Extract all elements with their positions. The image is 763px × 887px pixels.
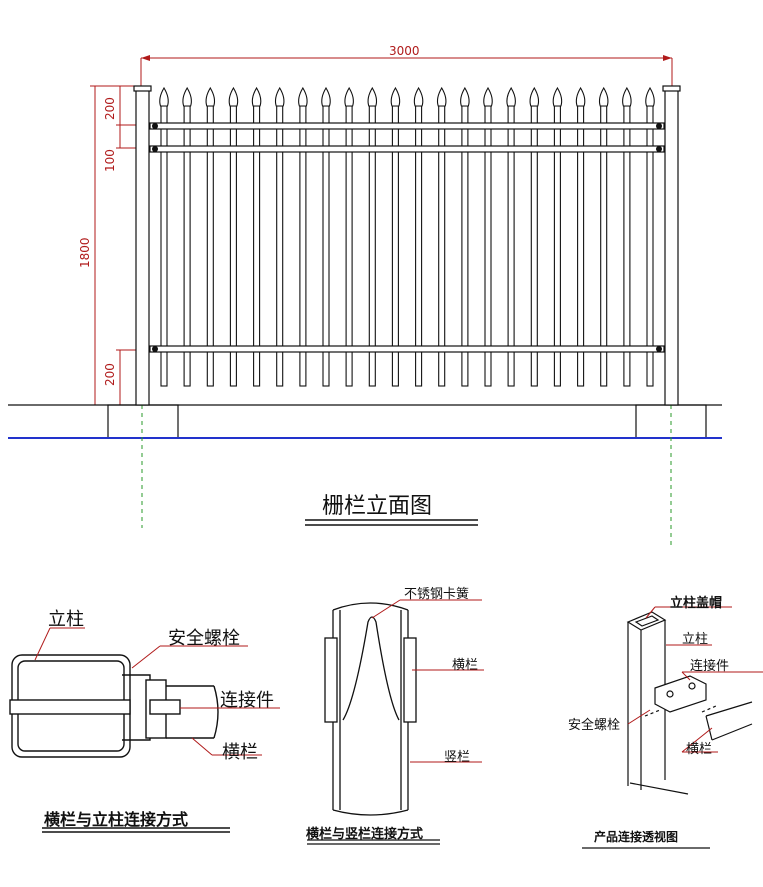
picket: [344, 86, 354, 387]
elevation-title: 栅栏立面图: [322, 494, 433, 519]
label-rail-3: 横栏: [686, 742, 713, 757]
label-bolt: 安全螺栓: [168, 628, 240, 649]
picket: [413, 86, 424, 387]
picket: [367, 86, 378, 387]
picket: [228, 86, 239, 387]
label-rail: 横栏: [222, 742, 258, 763]
bottom-dimension-label: 200: [103, 363, 117, 386]
width-dimension: [140, 55, 673, 90]
title-underline: [305, 519, 478, 526]
width-dimension-label: 3000: [389, 44, 420, 58]
picket: [529, 86, 540, 387]
rail-bolts: [152, 123, 662, 352]
detail-perspective: [582, 606, 763, 849]
picket: [506, 86, 516, 387]
label-bolt-3: 安全螺栓: [568, 718, 621, 733]
picket: [205, 86, 216, 387]
rail-gap-dimension-label: 100: [103, 149, 117, 172]
detail-post-rail: [9, 627, 280, 833]
label-post-cap: 立柱盖帽: [670, 596, 723, 611]
picket: [274, 86, 285, 387]
picket: [552, 86, 563, 387]
fence-elevation: [8, 55, 722, 545]
left-post: [133, 85, 152, 406]
post-centerlines: [141, 405, 672, 545]
right-post: [662, 85, 681, 406]
top-dimension-label: 200: [103, 97, 117, 120]
picket: [298, 86, 308, 387]
fence-rails: [149, 122, 665, 353]
picket: [575, 86, 586, 387]
picket: [483, 86, 493, 387]
picket: [436, 86, 447, 387]
detail-rail-picket: [307, 599, 484, 845]
picket: [390, 86, 401, 387]
picket: [460, 86, 470, 387]
ground-line: [8, 404, 722, 439]
caption-rail-picket: 横栏与竖栏连接方式: [306, 827, 424, 842]
picket: [622, 86, 632, 387]
label-connector-3: 连接件: [690, 659, 730, 674]
picket: [321, 86, 331, 387]
label-spring: 不锈钢卡簧: [404, 587, 470, 602]
picket: [159, 86, 169, 387]
picket: [251, 86, 262, 387]
label-post-3: 立柱: [682, 632, 709, 647]
caption-post-rail: 横栏与立柱连接方式: [44, 810, 189, 829]
fence-pickets: [159, 86, 655, 387]
picket: [645, 86, 655, 387]
label-post: 立柱: [48, 609, 84, 630]
label-picket: 竖栏: [444, 750, 471, 765]
label-connector: 连接件: [220, 690, 274, 711]
height-dimension-label: 1800: [78, 237, 92, 268]
picket: [182, 86, 192, 387]
picket: [598, 86, 609, 387]
label-rail-2: 横栏: [452, 658, 479, 673]
caption-perspective: 产品连接透视图: [594, 830, 679, 844]
